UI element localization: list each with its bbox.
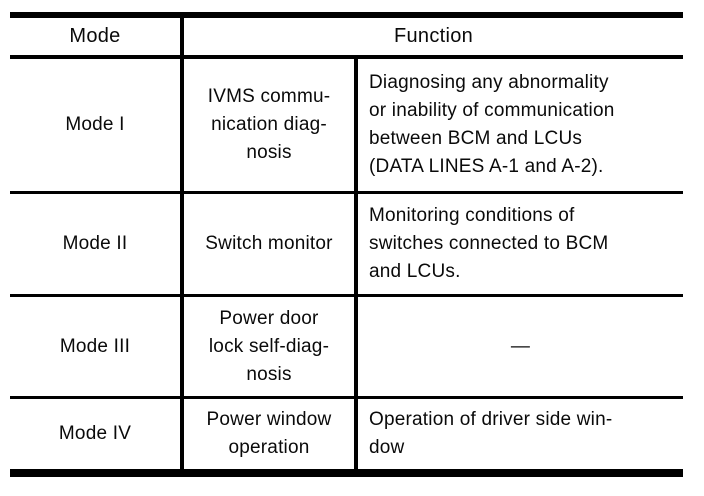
- mode-cell: Mode I: [10, 57, 184, 194]
- table-header-row: Mode Function: [10, 15, 684, 59]
- subfunction-cell: Switch monitor: [182, 192, 358, 297]
- function-cell-empty-dash: —: [356, 295, 684, 399]
- function-cell: Monitoring conditions of switches connec…: [356, 192, 684, 297]
- function-cell: Operation of driver side win- dow: [369, 409, 613, 458]
- mode-column-header: Mode: [10, 15, 184, 59]
- mode-cell: Mode II: [10, 192, 184, 297]
- function-cell: Diagnosing any abnormality or inability …: [356, 57, 684, 194]
- subfunction-cell: Power door lock self-diag- nosis: [182, 295, 358, 399]
- mode-cell: Mode IV: [10, 397, 184, 473]
- function-column-header: Function: [182, 15, 684, 59]
- subfunction-cell: IVMS commu- nication diag- nosis: [182, 57, 358, 194]
- table-row-mode-4: Mode IV Power window operation Operation…: [10, 397, 683, 473]
- subfunction-cell: Power window operation: [182, 397, 358, 473]
- table-row-mode-3: Mode III Power door lock self-diag- nosi…: [10, 295, 684, 399]
- table-row-mode-1: Mode I IVMS commu- nication diag- nosis …: [10, 57, 684, 194]
- table-row-mode-2: Mode II Switch monitor Monitoring condit…: [10, 192, 684, 297]
- mode-cell: Mode III: [10, 295, 184, 399]
- diagnostic-modes-table: Mode Function Mode I IVMS commu- nicatio…: [10, 12, 684, 477]
